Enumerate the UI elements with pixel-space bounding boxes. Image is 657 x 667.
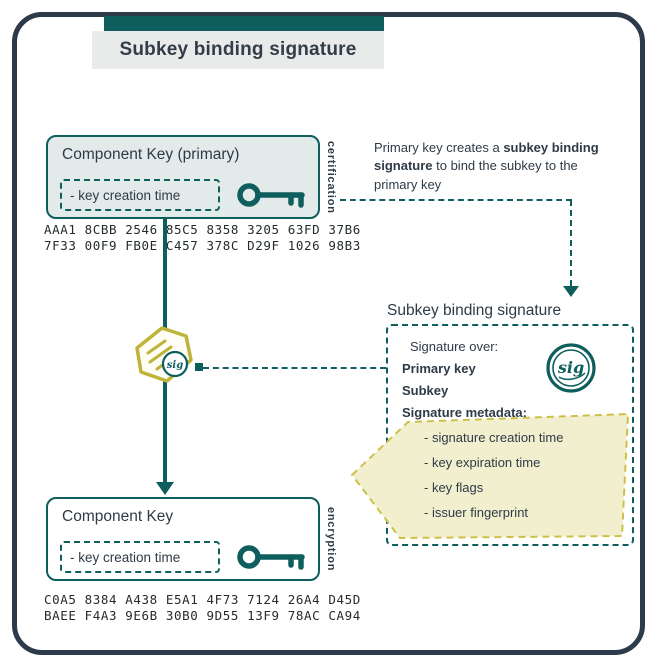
binding-arrowhead	[156, 482, 174, 495]
annotation-arrowhead	[563, 286, 579, 297]
subkey-box: Component Key - key creation time	[46, 497, 320, 581]
metadata-item: - issuer fingerprint	[424, 505, 529, 520]
metadata-item: - key expiration time	[424, 455, 541, 470]
sig-badge-icon: sig	[135, 326, 193, 383]
sig-connector-line	[203, 367, 386, 369]
sig-stamp-icon: sig	[546, 343, 596, 393]
primary-fingerprint-line1: AAA1 8CBB 2546 85C5 8358 3205 63FD 37B6	[44, 222, 361, 237]
signature-panel	[386, 324, 634, 546]
encryption-label: encryption	[325, 506, 337, 572]
key-icon	[237, 545, 305, 570]
signature-over-label: Signature over:	[410, 339, 499, 354]
metadata-item: - signature creation time	[424, 430, 564, 445]
annotation-bold: subkey binding signature	[374, 140, 599, 174]
signature-over-subkey: Subkey	[402, 383, 449, 398]
metadata-highlight	[351, 413, 629, 539]
primary-key-title: Component Key (primary)	[62, 146, 240, 163]
signature-metadata-label: Signature metadata:	[402, 405, 527, 420]
annotation-arrow-horizontal	[340, 199, 572, 201]
subkey-title: Component Key	[62, 508, 174, 525]
annotation-suffix: to bind the subkey to the primary key	[374, 158, 578, 192]
metadata-item: - key flags	[424, 480, 484, 495]
primary-key-creation-time-field: - key creation time	[60, 179, 220, 211]
certification-label: certification	[325, 140, 337, 214]
title-banner: Subkey binding signature	[92, 31, 384, 69]
annotation-arrow-vertical	[570, 200, 572, 286]
subkey-fingerprint-line2: BAEE F4A3 9E6B 30B0 9D55 13F9 78AC CA94	[44, 608, 361, 623]
sig-badge-label: sig	[167, 360, 183, 371]
sig-connector-node	[195, 363, 203, 371]
subkey-creation-time-field: - key creation time	[60, 541, 220, 573]
key-icon	[237, 183, 305, 208]
subkey-fingerprint-line1: C0A5 8384 A438 E5A1 4F73 7124 26A4 D45D	[44, 592, 361, 607]
signature-over-primary-key: Primary key	[402, 361, 476, 376]
annotation-text: Primary key creates a subkey binding sig…	[374, 139, 608, 194]
primary-key-box: Component Key (primary) - key creation t…	[46, 135, 320, 219]
signature-panel-heading: Subkey binding signature	[387, 302, 562, 319]
primary-fingerprint-line2: 7F33 00F9 FB0E C457 378C D29F 1026 98B3	[44, 238, 361, 253]
sig-stamp-label: sig	[557, 358, 584, 377]
annotation-prefix: Primary key creates a	[374, 140, 504, 155]
